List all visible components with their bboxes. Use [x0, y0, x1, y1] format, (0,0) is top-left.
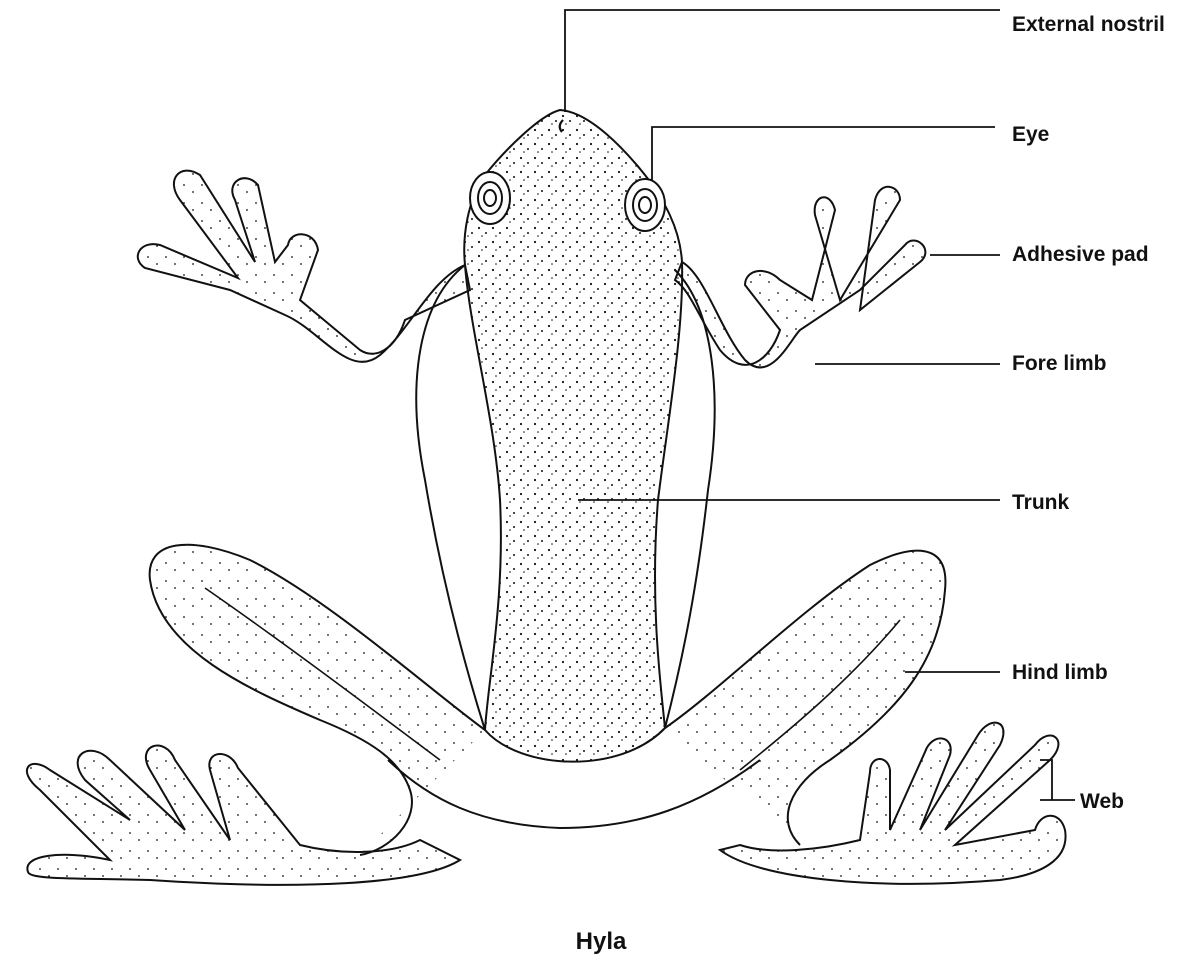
- label-trunk: Trunk: [1012, 492, 1069, 513]
- frog-body-group: [27, 110, 1066, 885]
- right-eye: [625, 179, 665, 231]
- label-external-nostril: External nostril: [1012, 14, 1165, 35]
- right-fore-limb: [675, 187, 925, 368]
- label-hind-limb: Hind limb: [1012, 662, 1108, 683]
- left-eye: [470, 172, 510, 224]
- leader-external-nostril: [565, 10, 1000, 112]
- leader-web: [1040, 760, 1075, 800]
- label-eye: Eye: [1012, 124, 1049, 145]
- diagram-caption: Hyla: [0, 928, 1202, 956]
- label-web: Web: [1080, 791, 1124, 812]
- left-fore-limb: [138, 171, 470, 362]
- leader-eye: [652, 127, 995, 180]
- label-adhesive-pad: Adhesive pad: [1012, 244, 1149, 265]
- label-fore-limb: Fore limb: [1012, 353, 1107, 374]
